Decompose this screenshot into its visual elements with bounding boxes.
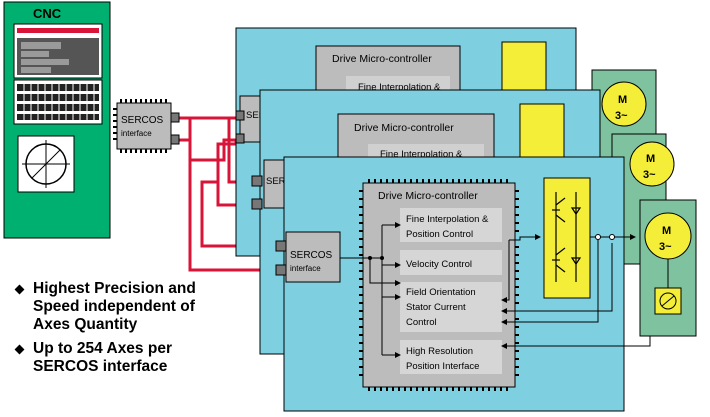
cnc-title: CNC [33,6,62,21]
bullet-text: Up to 254 Axes per SERCOS interface [33,340,172,376]
velocity-label: Velocity Control [406,259,472,270]
bullet-item: Highest Precision and Speed independent … [14,280,244,334]
bullet-item: Up to 254 Axes per SERCOS interface [14,340,244,376]
motor-front-letter: M [662,225,671,237]
fine-interp-line2: Position Control [406,229,473,240]
motor-mid-phase: 3~ [643,169,656,181]
high-resolution-block: High Resolution Position Interface [400,340,502,374]
fine-interpolation-block: Fine Interpolation & Position Control [400,208,502,242]
velocity-control-block: Velocity Control [400,250,502,275]
highres-line1: High Resolution [406,346,473,357]
sercos-cnc-sublabel: interface [121,129,152,138]
cnc-keyboard-icon [13,79,103,125]
bullet-line: Speed independent of [33,298,195,315]
highres-line2: Position Interface [406,361,479,372]
bullet-line: SERCOS interface [33,358,168,375]
bullet-text: Highest Precision and Speed independent … [33,280,196,334]
drive-back-sercos-label: SER [246,110,266,121]
field-line1: Field Orientation [406,287,476,298]
bullet-line: Up to 254 Axes per [33,340,172,357]
power-stage-block [543,177,591,299]
motor-front-phase: 3~ [659,241,672,253]
motor-back-phase: 3~ [615,110,628,122]
sercos-interface-drive: SERCOS interface [275,231,341,283]
sercos-cnc-label: SERCOS [121,115,164,126]
bullet-line: Axes Quantity [33,316,138,333]
fine-interp-line1: Fine Interpolation & [406,214,489,225]
sercos-interface-cnc: SERCOS interface [113,99,180,153]
sercos-drive-label: SERCOS [290,250,333,261]
drive-front-micro-title: Drive Micro-controller [378,190,478,202]
field-orientation-block: Field Orientation Stator Current Control [400,282,502,332]
cnc-monitor-icon [13,23,103,79]
bullet-line: Highest Precision and [33,280,196,297]
drive-mid-fine-interp: Fine Interpolation & [380,149,463,160]
cnc-contour-icon [17,135,75,193]
diamond-bullet-icon [14,284,25,295]
drive-unit-front: Drive Micro-controller Fine Interpolatio… [275,156,697,412]
field-line2: Stator Current [406,302,466,313]
feature-bullet-list: Highest Precision and Speed independent … [14,280,244,382]
motor-front: M 3~ [639,199,697,337]
drive-mid-micro-title: Drive Micro-controller [354,122,454,134]
drive-back-fine-interp: Fine Interpolation & [358,82,441,93]
field-line3: Control [406,317,437,328]
motor-back-letter: M [618,94,627,106]
diamond-bullet-icon [14,344,25,355]
drive-back-micro-title: Drive Micro-controller [332,53,432,65]
sercos-drive-sublabel: interface [290,264,321,273]
cnc-panel: CNC [3,1,111,239]
motor-mid-letter: M [646,153,655,165]
